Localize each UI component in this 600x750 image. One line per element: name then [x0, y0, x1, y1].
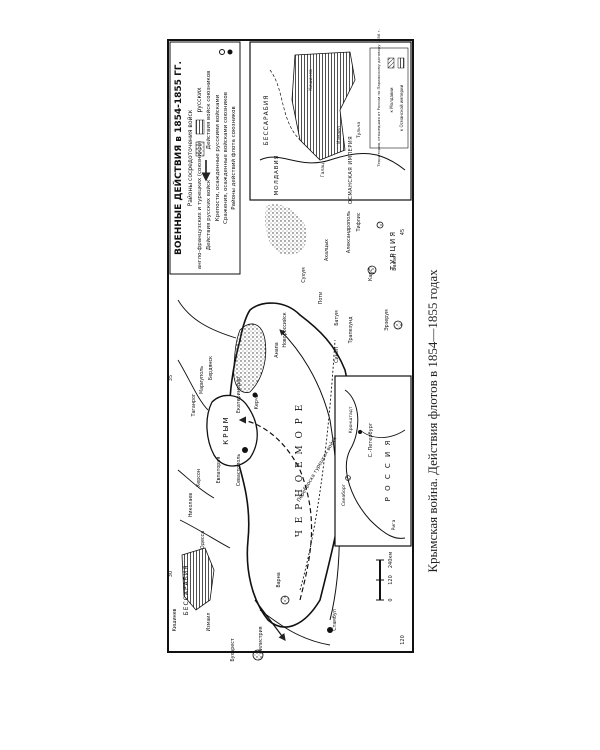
legend-item-1: Районы сосредоточения войск — [187, 109, 194, 206]
allied-route-2 — [279, 329, 340, 621]
place-istanbul: Стамбул — [332, 609, 338, 631]
place-taganrog: Таганрог — [191, 393, 197, 417]
place-poti: Поти — [318, 292, 324, 304]
place-bucharest: Бухарест — [230, 638, 236, 662]
svg-text:Крепости, осажденные русскими: Крепости, осажденные русскими войсками — [214, 94, 221, 221]
svg-text:Районы сосредоточения войск: Районы сосредоточения войск — [187, 109, 194, 206]
place-varna: Варна — [276, 572, 282, 587]
place-odessa: Одесса — [200, 531, 206, 549]
legend-item-3: англо-французских и турецких (союзников) — [197, 141, 203, 269]
legend-item-5: Действия русских войск — [205, 179, 212, 250]
legend-item-4: Действия войск союзников — [205, 71, 212, 150]
place-batum: Батум — [334, 310, 340, 326]
place-nikolaev: Николаев — [188, 493, 194, 518]
legend-item-2: русских — [196, 87, 203, 112]
svg-text:Сражения, осажденные войсками: Сражения, осажденные войсками союзников — [222, 92, 229, 224]
inset-baltic-kronstadt: Кронштадт — [348, 406, 354, 433]
svg-text:русских: русских — [196, 87, 203, 112]
place-sinop: Синоп — [334, 347, 340, 363]
place-evpatoria: Евпатория — [216, 457, 222, 484]
scale-left-mark: 120 — [400, 635, 406, 645]
place-kerch: Керчь — [254, 394, 260, 409]
inset-danube-region-bessarabia: БЕССАРАБИЯ — [263, 95, 270, 146]
scale-bar: 0 120 240км 120 — [376, 552, 406, 645]
place-alexandropol: Александрополь — [346, 211, 352, 253]
legend-russian-swatch — [195, 119, 205, 135]
svg-text:Действия русских войск: Действия русских войск — [205, 179, 212, 250]
azov-sea — [233, 323, 267, 393]
inset-danube-place-galats: Галац — [320, 163, 326, 177]
place-akhaltsykh: Ахалцых — [324, 239, 330, 261]
page-caption: Крымская война. Действия флотов в 1854—1… — [418, 236, 448, 606]
svg-text:Действия войск союзников: Действия войск союзников — [205, 71, 212, 150]
place-kars: Карс — [368, 269, 374, 281]
inset-baltic-sveaborg: Свеаборг — [341, 483, 347, 506]
legend-box — [169, 41, 241, 275]
coord-35: 35 — [168, 375, 174, 381]
coord-45: 45 — [400, 229, 406, 235]
svg-text:Районы действий флота союзнико: Районы действий флота союзников — [230, 106, 237, 209]
place-novorossiysk: Новороссийск — [281, 312, 288, 347]
place-kherson: Херсон — [196, 469, 202, 487]
scale-tick-0: 0 — [388, 598, 394, 601]
svg-text:ВОЕННЫЕ ДЕЙСТВИЯ в 1854-1855 Г: ВОЕННЫЕ ДЕЙСТВИЯ в 1854-1855 ГГ. — [172, 61, 184, 255]
region-crimea: КРЫМ — [222, 415, 230, 444]
inset-baltic-frame — [334, 375, 412, 547]
caucasus-dots — [264, 204, 307, 255]
inset-danube-region-moldavia: МОЛДАВИЯ — [274, 155, 280, 196]
place-berdyansk: Бердянск — [208, 356, 214, 380]
scale-tick-240: 240км — [388, 552, 394, 569]
inset-danube-legend-2: к Молдавии — [389, 87, 394, 112]
sea-label: Ч Е Р Н О Е М О Р Е — [295, 403, 305, 537]
place-sevastopol: Севастополь — [236, 454, 242, 487]
region-bessarabia: БЕССАРАБИЯ — [183, 565, 190, 616]
inset-danube-legend-1: Территория, отошедшая от России по Париж… — [376, 29, 381, 168]
place-bayazet: Баязет — [392, 253, 398, 271]
place-sukhum: Сухум — [301, 267, 307, 283]
allied-route-1 — [238, 416, 313, 601]
coord-30: 30 — [168, 571, 174, 577]
inset-danube-place-tulcha: Тульча — [356, 122, 362, 140]
legend-item-6: Крепости, осажденные русскими войсками — [214, 94, 221, 221]
place-anapa: Анапа — [274, 342, 280, 357]
inset-danube-place-kishinev: Кишинев — [308, 69, 314, 91]
caption-text: Крымская война. Действия флотов в 1854—1… — [425, 269, 440, 573]
inset-danube-region-ottoman: ОСМАНСКАЯ ИМПЕРИЯ — [348, 136, 354, 204]
legend-allied-swatch — [195, 141, 205, 157]
legend-item-8: Районы действий флота союзников — [230, 106, 237, 209]
inset-baltic-riga: Рига — [391, 519, 397, 530]
svg-text:англо-французских и турецких (: англо-французских и турецких (союзников) — [197, 141, 203, 269]
place-erzurum: Эрзерум — [384, 309, 390, 331]
map-title: ВОЕННЫЕ ДЕЙСТВИЯ в 1854-1855 ГГ. — [172, 61, 184, 255]
turkish-route — [299, 339, 336, 591]
inset-baltic-petersburg: С.-Петербург — [368, 422, 374, 457]
legend-item-7: Сражения, осажденные войсками союзников — [222, 92, 229, 224]
bessarabia-hatch — [181, 547, 215, 611]
place-mariupol: Мариуполь — [199, 366, 205, 394]
place-trebizond: Трапезунд — [348, 316, 354, 345]
place-silistria: Силистрия — [258, 626, 264, 653]
place-tiflis: Тифлис — [356, 212, 362, 232]
place-ekaterinodar: Екатеринодар — [236, 377, 242, 413]
scale-tick-120: 120 — [388, 575, 394, 585]
inset-danube-place-izmail: Измаил — [336, 126, 342, 144]
place-kishinev: Кишинев — [172, 608, 178, 631]
inset-danube-hatch — [291, 51, 356, 161]
inset-danube-legend-3: к Османской империи — [399, 84, 404, 131]
region-turkey: ТУРЦИЯ — [389, 230, 397, 271]
place-izmail: Измаил — [206, 613, 212, 632]
inset-baltic-russia: Р О С С И Я — [384, 439, 392, 502]
